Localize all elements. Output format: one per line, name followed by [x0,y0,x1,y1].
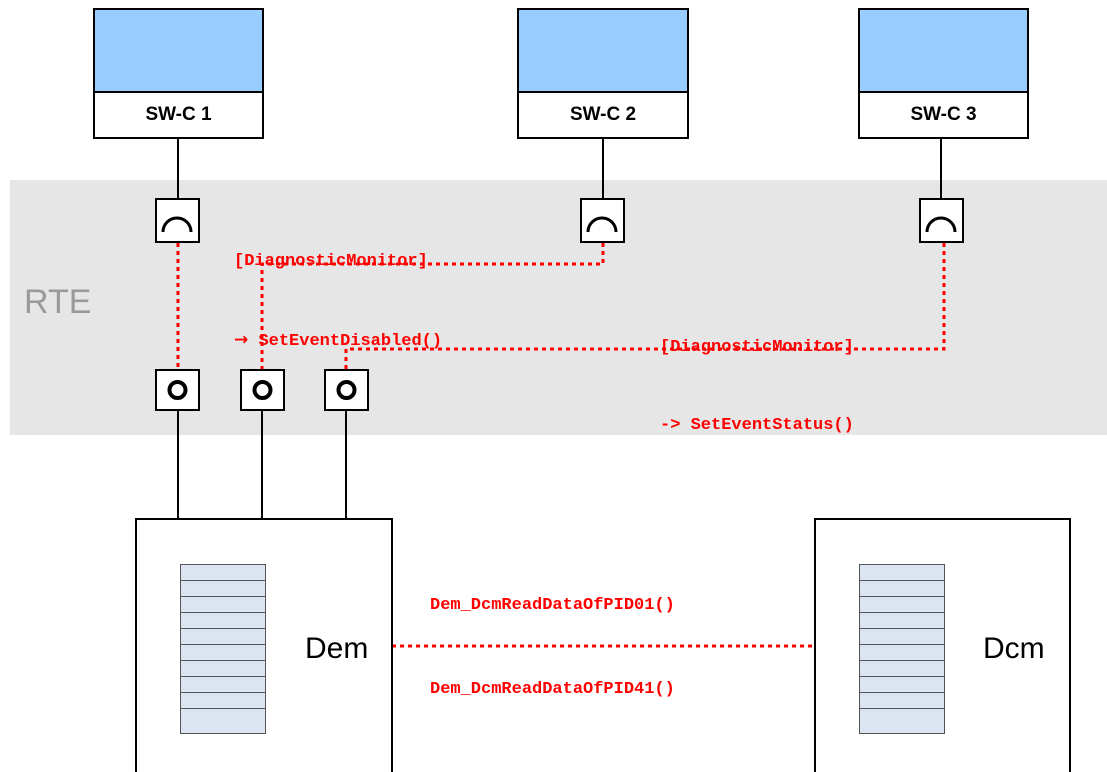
require-ports [155,198,964,243]
require-port-icon [155,198,200,243]
require-port-icon [580,198,625,243]
dem-table-icon [180,564,266,734]
swc-2-box[interactable]: SW-C 2 [517,8,689,139]
solid-connectors [177,139,942,518]
dem-dcm-call-2: Dem_DcmReadDataOfPID41() [430,680,675,699]
rte-label: RTE [24,283,92,321]
dcm-table-icon [859,564,945,734]
swc3-operation: -> SetEventStatus() [660,416,854,435]
provide-port-icon [324,369,369,411]
swc-1-label: SW-C 1 [95,91,262,137]
swc2-signal-path [260,243,605,369]
right-arrow-icon: → [234,330,249,350]
dcm-module[interactable]: Dcm [814,518,1071,772]
swc-3-box[interactable]: SW-C 3 [858,8,1029,139]
swc3-signal-path [344,243,946,369]
provide-port-icon [155,369,200,411]
require-port-icon [919,198,964,243]
swc3-interface: [DiagnosticMonitor] [660,338,854,357]
swc3-call-label: [DiagnosticMonitor] -> SetEventStatus() [660,283,854,465]
signal-paths [176,243,946,648]
provide-ports [155,369,369,411]
swc1-call-label: [DiagnosticMonitor] → SetEventDisabled() [234,197,442,381]
swc1-operation: SetEventDisabled() [248,332,443,351]
swc-3-label: SW-C 3 [860,91,1027,137]
dem-label: Dem [305,632,369,665]
swc-1-box[interactable]: SW-C 1 [93,8,264,139]
dem-dcm-call-1: Dem_DcmReadDataOfPID01() [430,596,675,615]
provide-port-icon [240,369,285,411]
swc-2-label: SW-C 2 [519,91,687,137]
swc1-interface: [DiagnosticMonitor] [234,252,428,271]
dcm-label: Dcm [983,632,1045,665]
dem-module[interactable]: Dem [135,518,393,772]
